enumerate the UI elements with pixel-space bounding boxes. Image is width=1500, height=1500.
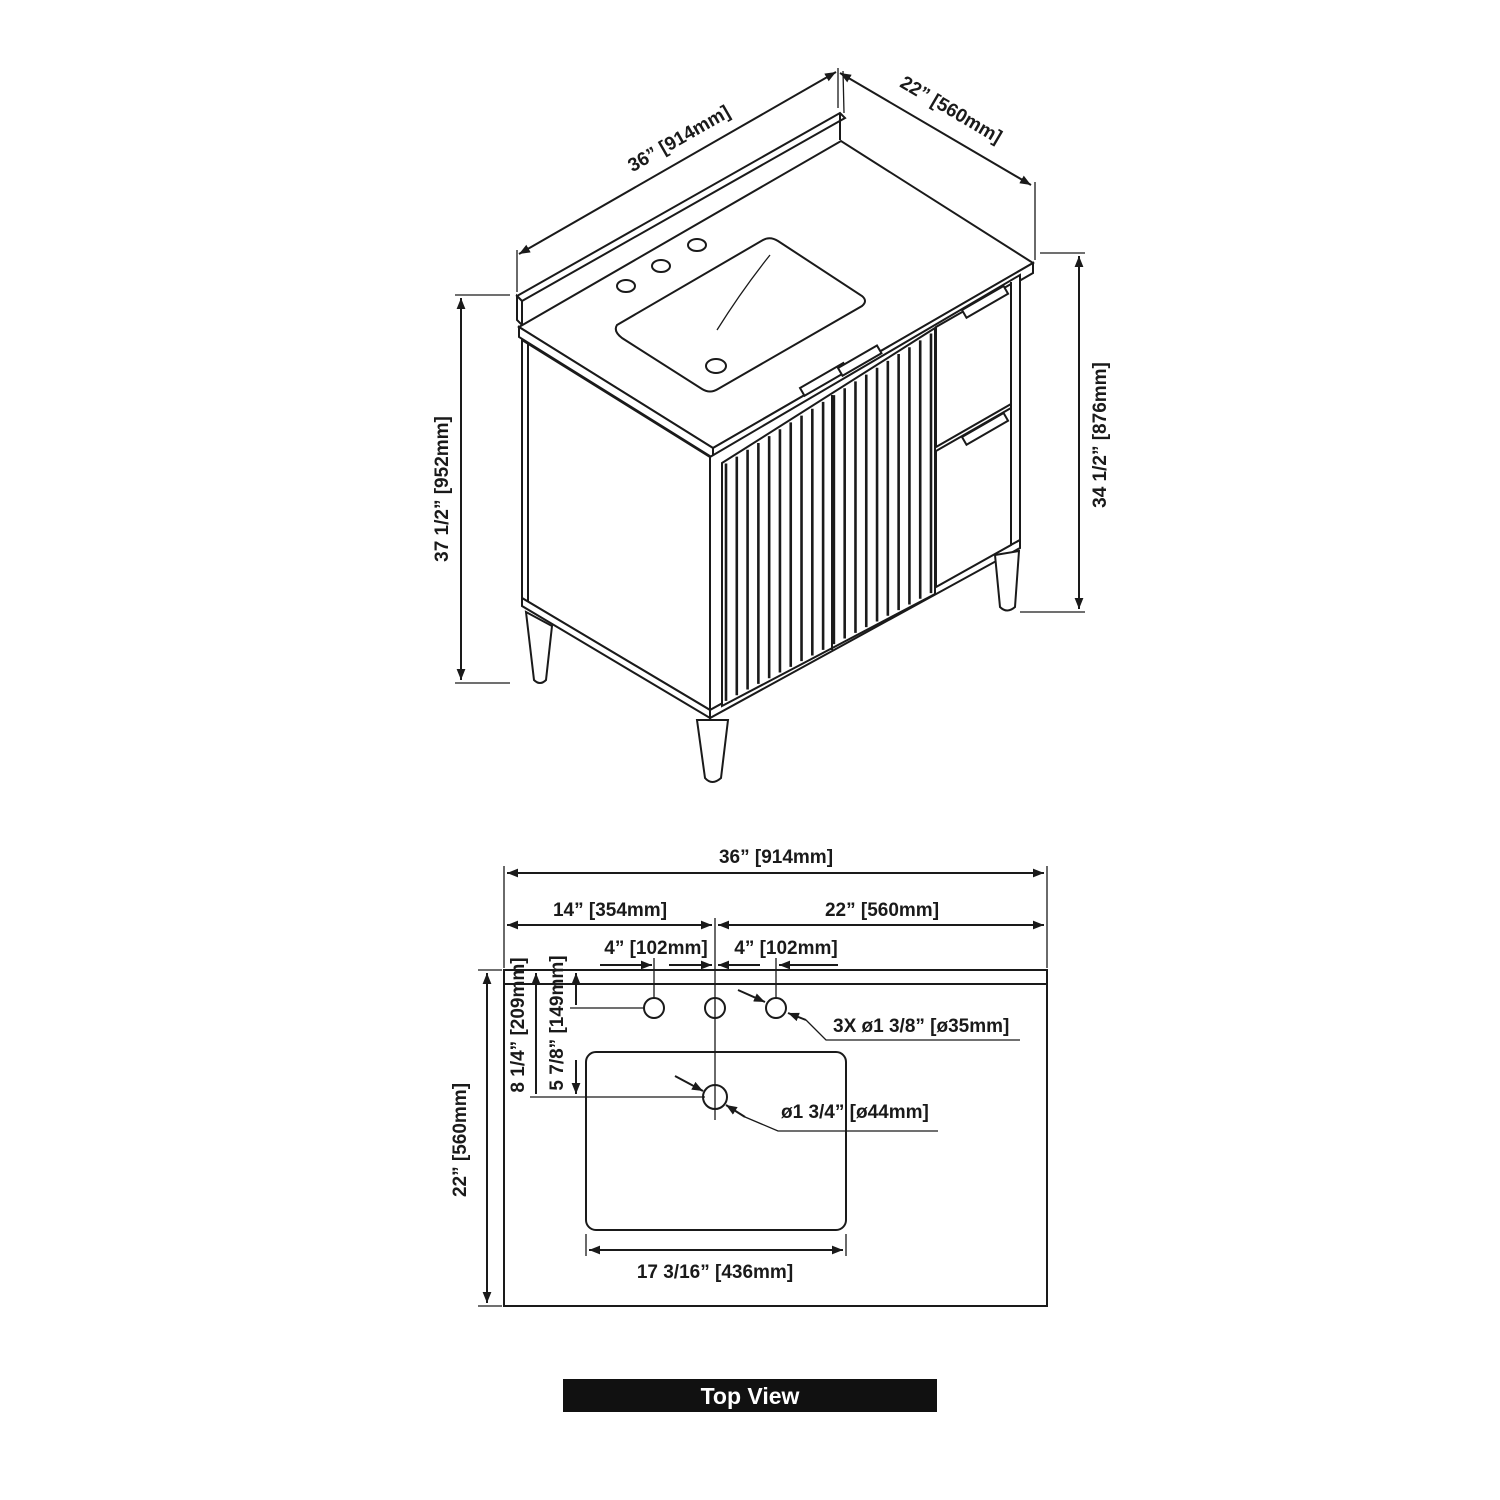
drain-hole [705,358,727,374]
callout-drain: ø1 3/4” [ø44mm] [674,1075,938,1132]
drawer-handle-top [960,284,1010,320]
dim-drain-depth: 8 1/4” [209mm] [508,957,705,1098]
left-to-center-label: 14” [354mm] [553,900,667,921]
door-handle-2 [836,344,883,378]
dim-depth: 22” [560mm] [450,969,502,1307]
view-title-banner: Top View [563,1379,937,1412]
drawers [935,282,1012,589]
depth-label: 22” [560mm] [896,72,1005,148]
perspective-view: 36” [914mm] 22” [560mm] 37 1/2” [952mm] … [432,68,1111,783]
leg-front [695,719,730,783]
leg-left [524,610,554,684]
dim-faucet-depth: 5 7/8” [149mm] [547,955,644,1094]
basin-width-label: 17 3/16” [436mm] [637,1262,793,1283]
faucet-hole-center [651,259,671,273]
drain-label: ø1 3/4” [ø44mm] [781,1102,929,1123]
faucet-hole-left [643,997,665,1019]
left-spacing-label: 4” [102mm] [604,938,708,959]
overall-width-label: 36” [914mm] [719,847,833,868]
callout-faucet-holes: 3X ø1 3/8” [ø35mm] [737,989,1020,1041]
legs [524,549,1021,783]
faucet-holes-label: 3X ø1 3/8” [ø35mm] [833,1016,1009,1037]
faucet-depth-label: 5 7/8” [149mm] [547,955,568,1090]
right-spacing-label: 4” [102mm] [734,938,838,959]
basin-outline [585,1051,847,1231]
depth-label: 22” [560mm] [450,1083,471,1197]
leg-right [993,549,1021,612]
center-to-right-label: 22” [560mm] [825,900,939,921]
drawer-handle-bottom [960,411,1010,447]
dim-center-to-right: 22” [560mm] [718,900,1044,930]
overall-height-label: 37 1/2” [952mm] [432,416,453,562]
faucet-hole-left [616,279,636,293]
dim-left-to-center: 14” [354mm] [507,900,712,930]
dim-basin-width: 17 3/16” [436mm] [585,1234,847,1283]
fluted-door [721,326,936,708]
dim-left-spacing: 4” [102mm] [600,938,712,970]
dim-overall-width: 36” [914mm] [503,847,1048,968]
drain-depth-label: 8 1/4” [209mm] [508,957,529,1092]
door-flutes [724,333,933,701]
dim-right-spacing: 4” [102mm] [718,938,838,970]
dim-cabinet-height: 34 1/2” [876mm] [1020,252,1111,613]
faucet-hole-right [687,238,707,252]
top-view: 36” [914mm] 14” [354mm] 22” [560mm] 4” [… [450,847,1048,1307]
dim-overall-height: 37 1/2” [952mm] [432,294,510,684]
cabinet-height-label: 34 1/2” [876mm] [1090,362,1111,508]
faucet-hole-right [765,997,787,1019]
view-title: Top View [701,1383,800,1409]
